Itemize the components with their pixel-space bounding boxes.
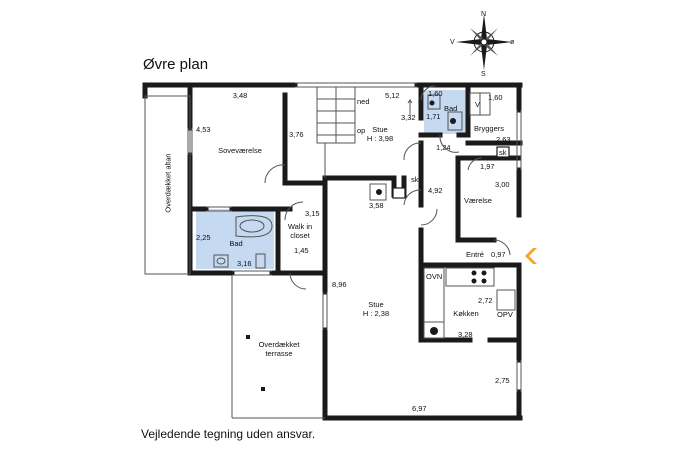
compass-west-label: V bbox=[450, 39, 455, 46]
utility-width-label: 1,60 bbox=[488, 93, 503, 102]
hall-width-label: 1,24 bbox=[436, 143, 451, 152]
utility-v-label: V bbox=[475, 100, 481, 109]
main-living-depth-label: 8,96 bbox=[332, 280, 347, 289]
bedroom-label: Soveværelse bbox=[218, 146, 262, 155]
bathroom-left-label: Bad bbox=[229, 239, 243, 248]
dishwasher-label: OPV bbox=[497, 310, 513, 319]
room-label: Værelse bbox=[464, 196, 492, 205]
entry-width-label: 0,97 bbox=[491, 250, 506, 259]
oven-label: OVN bbox=[426, 272, 443, 281]
plan-title: Øvre plan bbox=[143, 56, 209, 73]
stair-up-label: op bbox=[357, 126, 366, 135]
toilet-width-label: 3,58 bbox=[369, 201, 384, 210]
entry-label: Entré bbox=[466, 250, 484, 259]
compass-south-label: S bbox=[481, 71, 486, 78]
stair-down-label: ned bbox=[357, 97, 370, 106]
compass-north-label: N bbox=[481, 11, 487, 18]
closet-depth-label: 3,15 bbox=[305, 209, 320, 218]
compass-rose-icon bbox=[448, 8, 520, 78]
hall-depth-label: 3,32 bbox=[401, 113, 416, 122]
covered-terrace-label: Overdækket terrasse bbox=[258, 340, 300, 358]
bedroom-depth-label: 4,53 bbox=[196, 125, 211, 134]
upper-living-label: Stue H : 3,98 bbox=[366, 125, 394, 143]
bathroom-top-depth-label: 1,71 bbox=[426, 112, 441, 121]
compass-east-label: ø bbox=[510, 39, 515, 46]
entrance-arrow-icon bbox=[524, 248, 538, 264]
utility-cabinet-label: sk bbox=[499, 148, 507, 157]
main-living-label: Stue H : 2,38 bbox=[362, 300, 390, 318]
hall-cabinet-label: sk bbox=[411, 175, 419, 184]
kitchen-width-label: 3,28 bbox=[458, 330, 473, 339]
bathroom-left-height-label: 2,25 bbox=[196, 233, 211, 242]
dimension-697-label: 6,97 bbox=[412, 404, 427, 413]
room-width-label: 1,97 bbox=[480, 162, 495, 171]
bedroom-inner-depth-label: 3,76 bbox=[289, 130, 304, 139]
utility-depth-label: 2,63 bbox=[496, 135, 511, 144]
kitchen-label: Køkken bbox=[453, 309, 479, 318]
room-depth-label: 3,00 bbox=[495, 180, 510, 189]
dimension-275-label: 2,75 bbox=[495, 376, 510, 385]
bathroom-top-label: Bad bbox=[444, 104, 458, 113]
closet-width-label: 1,45 bbox=[294, 246, 309, 255]
covered-balcony-label: Overdækket altan bbox=[163, 153, 173, 213]
disclaimer-text: Vejledende tegning uden ansvar. bbox=[141, 427, 316, 441]
upper-living-width-label: 5,12 bbox=[385, 91, 400, 100]
hall-length-label: 4,92 bbox=[428, 186, 443, 195]
bathroom-top-width-label: 1,60 bbox=[428, 89, 443, 98]
bathroom-left-width-label: 3,16 bbox=[237, 259, 252, 268]
utility-label: Bryggers bbox=[474, 124, 505, 133]
bathroom-fill-left bbox=[196, 209, 274, 269]
kitchen-depth-label: 2,72 bbox=[478, 296, 493, 305]
walk-in-closet-label: Walk in closet bbox=[287, 222, 313, 240]
bedroom-width-label: 3,48 bbox=[232, 91, 248, 100]
